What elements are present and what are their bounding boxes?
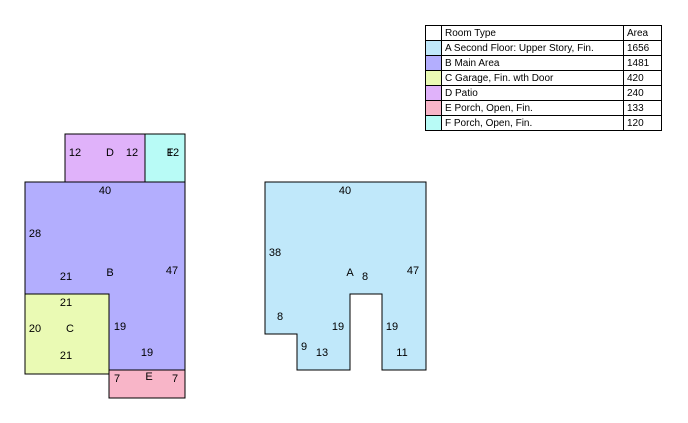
label-b: B — [106, 267, 113, 279]
legend-swatch — [425, 40, 442, 56]
legend-row: E Porch, Open, Fin. 133 — [425, 100, 662, 116]
area-f-porch — [144, 133, 186, 183]
dim-e-left: 7 — [114, 373, 120, 385]
legend-swatch — [425, 115, 442, 131]
legend-room-type: F Porch, Open, Fin. — [441, 115, 624, 131]
legend-room-area: 1656 — [623, 40, 662, 56]
legend-room-type: B Main Area — [441, 55, 624, 71]
area-c-garage — [24, 293, 110, 375]
dim-a-notch-top: 8 — [362, 271, 368, 283]
legend-swatch — [425, 100, 442, 116]
dim-d-right: 12 — [126, 147, 138, 159]
legend-swatch — [425, 85, 442, 101]
area-e-porch — [108, 369, 186, 399]
dim-a-step-side: 9 — [301, 341, 307, 353]
area-a-second-floor — [264, 181, 427, 371]
legend-room-area: 1481 — [623, 55, 662, 71]
legend-room-area: 420 — [623, 70, 662, 86]
dim-a-step: 8 — [277, 311, 283, 323]
legend-row: B Main Area 1481 — [425, 55, 662, 71]
dim-f: 12 — [167, 147, 179, 159]
room-type-legend: Room Type Area A Second Floor: Upper Sto… — [425, 25, 662, 131]
legend-row: D Patio 240 — [425, 85, 662, 101]
dim-a-bottom-left: 13 — [316, 347, 328, 359]
dim-b-bottom: 19 — [141, 347, 153, 359]
legend-room-area: 133 — [623, 100, 662, 116]
label-f: F — [167, 147, 174, 159]
dim-c-bottom: 21 — [60, 350, 72, 362]
legend-header-area: Area — [623, 25, 662, 41]
legend-swatch — [425, 70, 442, 86]
legend-row: C Garage, Fin. wth Door 420 — [425, 70, 662, 86]
area-d-patio — [64, 133, 146, 183]
dim-a-notch-right: 19 — [386, 321, 398, 333]
legend-room-type: D Patio — [441, 85, 624, 101]
legend-room-type: A Second Floor: Upper Story, Fin. — [441, 40, 624, 56]
dim-a-left: 38 — [269, 247, 281, 259]
dim-a-right: 47 — [407, 265, 419, 277]
label-d: D — [106, 147, 114, 159]
dim-a-notch-left: 19 — [332, 321, 344, 333]
legend-swatch — [425, 55, 442, 71]
legend-room-area: 240 — [623, 85, 662, 101]
dim-b-right: 47 — [166, 265, 178, 277]
dim-b-top: 40 — [99, 185, 111, 197]
legend-header-swatch — [425, 25, 442, 41]
dim-b-left: 28 — [29, 228, 41, 240]
label-a: A — [346, 267, 354, 279]
dim-e-right: 7 — [172, 373, 178, 385]
legend-row: F Porch, Open, Fin. 120 — [425, 115, 662, 131]
dim-a-top: 40 — [339, 185, 351, 197]
legend-header-row: Room Type Area — [425, 25, 662, 41]
legend-header-type: Room Type — [441, 25, 624, 41]
dim-b-inner-bottom: 21 — [60, 271, 72, 283]
legend-room-type: E Porch, Open, Fin. — [441, 100, 624, 116]
legend-room-type: C Garage, Fin. wth Door — [441, 70, 624, 86]
dim-c-top: 21 — [60, 297, 72, 309]
dim-c-left: 20 — [29, 323, 41, 335]
label-c: C — [66, 323, 74, 335]
legend-row: A Second Floor: Upper Story, Fin. 1656 — [425, 40, 662, 56]
dim-b-inner-side: 19 — [114, 321, 126, 333]
label-e: E — [145, 371, 152, 383]
dim-d-left: 12 — [69, 147, 81, 159]
legend-room-area: 120 — [623, 115, 662, 131]
dim-a-bottom-right: 11 — [396, 347, 407, 359]
